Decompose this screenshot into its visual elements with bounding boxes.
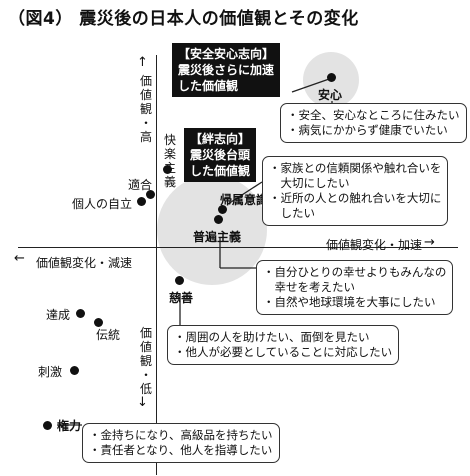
label-kizoku: 帰属意識	[220, 193, 269, 207]
figure-title: （図4） 震災後の日本人の価値観とその変化	[8, 9, 359, 29]
point-jizen	[175, 276, 184, 285]
point-kenryoku	[43, 421, 52, 430]
label-tekigo: 適合	[128, 178, 153, 192]
arrow-up-icon: ↑	[137, 55, 148, 70]
axis-label-accelerate: 価値観変化・加速	[326, 238, 423, 252]
horizontal-axis	[18, 247, 458, 248]
box-jizen: ・周囲の人を助けたい、面倒を見たい ・他人が必要としていることに対応したい	[167, 325, 400, 365]
label-kojin: 個人の自立	[72, 197, 133, 211]
axis-label-value-low: 価値観・低	[139, 326, 153, 396]
label-fuhen: 普遍主義	[193, 230, 242, 244]
arrow-right-icon: →	[424, 235, 435, 250]
arrow-down-icon: ↓	[137, 395, 148, 410]
point-kojin	[137, 197, 146, 206]
box-fuhen: ・自分ひとりの幸せよりもみんなの 幸せを考えたい ・自然や地球環境を大事にしたい	[256, 260, 454, 315]
point-tassei	[76, 309, 85, 318]
label-dento: 伝統	[96, 328, 121, 342]
label-kenryoku: 権力	[57, 419, 82, 433]
box-kenryoku: ・金持ちになり、高級品を持ちたい ・責任者となり、他人を指導したい	[82, 423, 280, 463]
box-anshin: ・安全、安心なところに住みたい ・病気にかからず健康でいたい	[280, 103, 467, 143]
point-fuhen	[214, 215, 223, 224]
callout-kizuna: 【絆志向】 震災後台頭 した価値観	[184, 128, 257, 182]
label-anshin: 安心	[318, 88, 343, 102]
label-shigeki: 刺激	[38, 365, 63, 379]
label-jizen: 慈善	[169, 291, 194, 305]
point-shigeki	[70, 366, 79, 375]
point-anshin	[327, 73, 336, 82]
point-kairaku	[163, 165, 172, 174]
arrow-left-icon: ←	[14, 251, 25, 266]
point-tekigo	[146, 190, 155, 199]
vertical-axis	[156, 55, 157, 475]
box-kizoku: ・家族との信頼関係や触れ合いを 大切にしたい ・近所の人との触れ合いを大切に し…	[262, 156, 449, 226]
label-kairaku: 快楽主義	[163, 133, 176, 189]
axis-label-value-high: 価値観・高	[139, 74, 153, 144]
callout-anshin: 【安全安心志向】 震災後さらに加速 した価値観	[172, 43, 281, 97]
point-dento	[94, 318, 103, 327]
label-tassei: 達成	[46, 308, 71, 322]
point-kizoku	[218, 205, 227, 214]
axis-label-decelerate: 価値観変化・減速	[36, 256, 133, 270]
